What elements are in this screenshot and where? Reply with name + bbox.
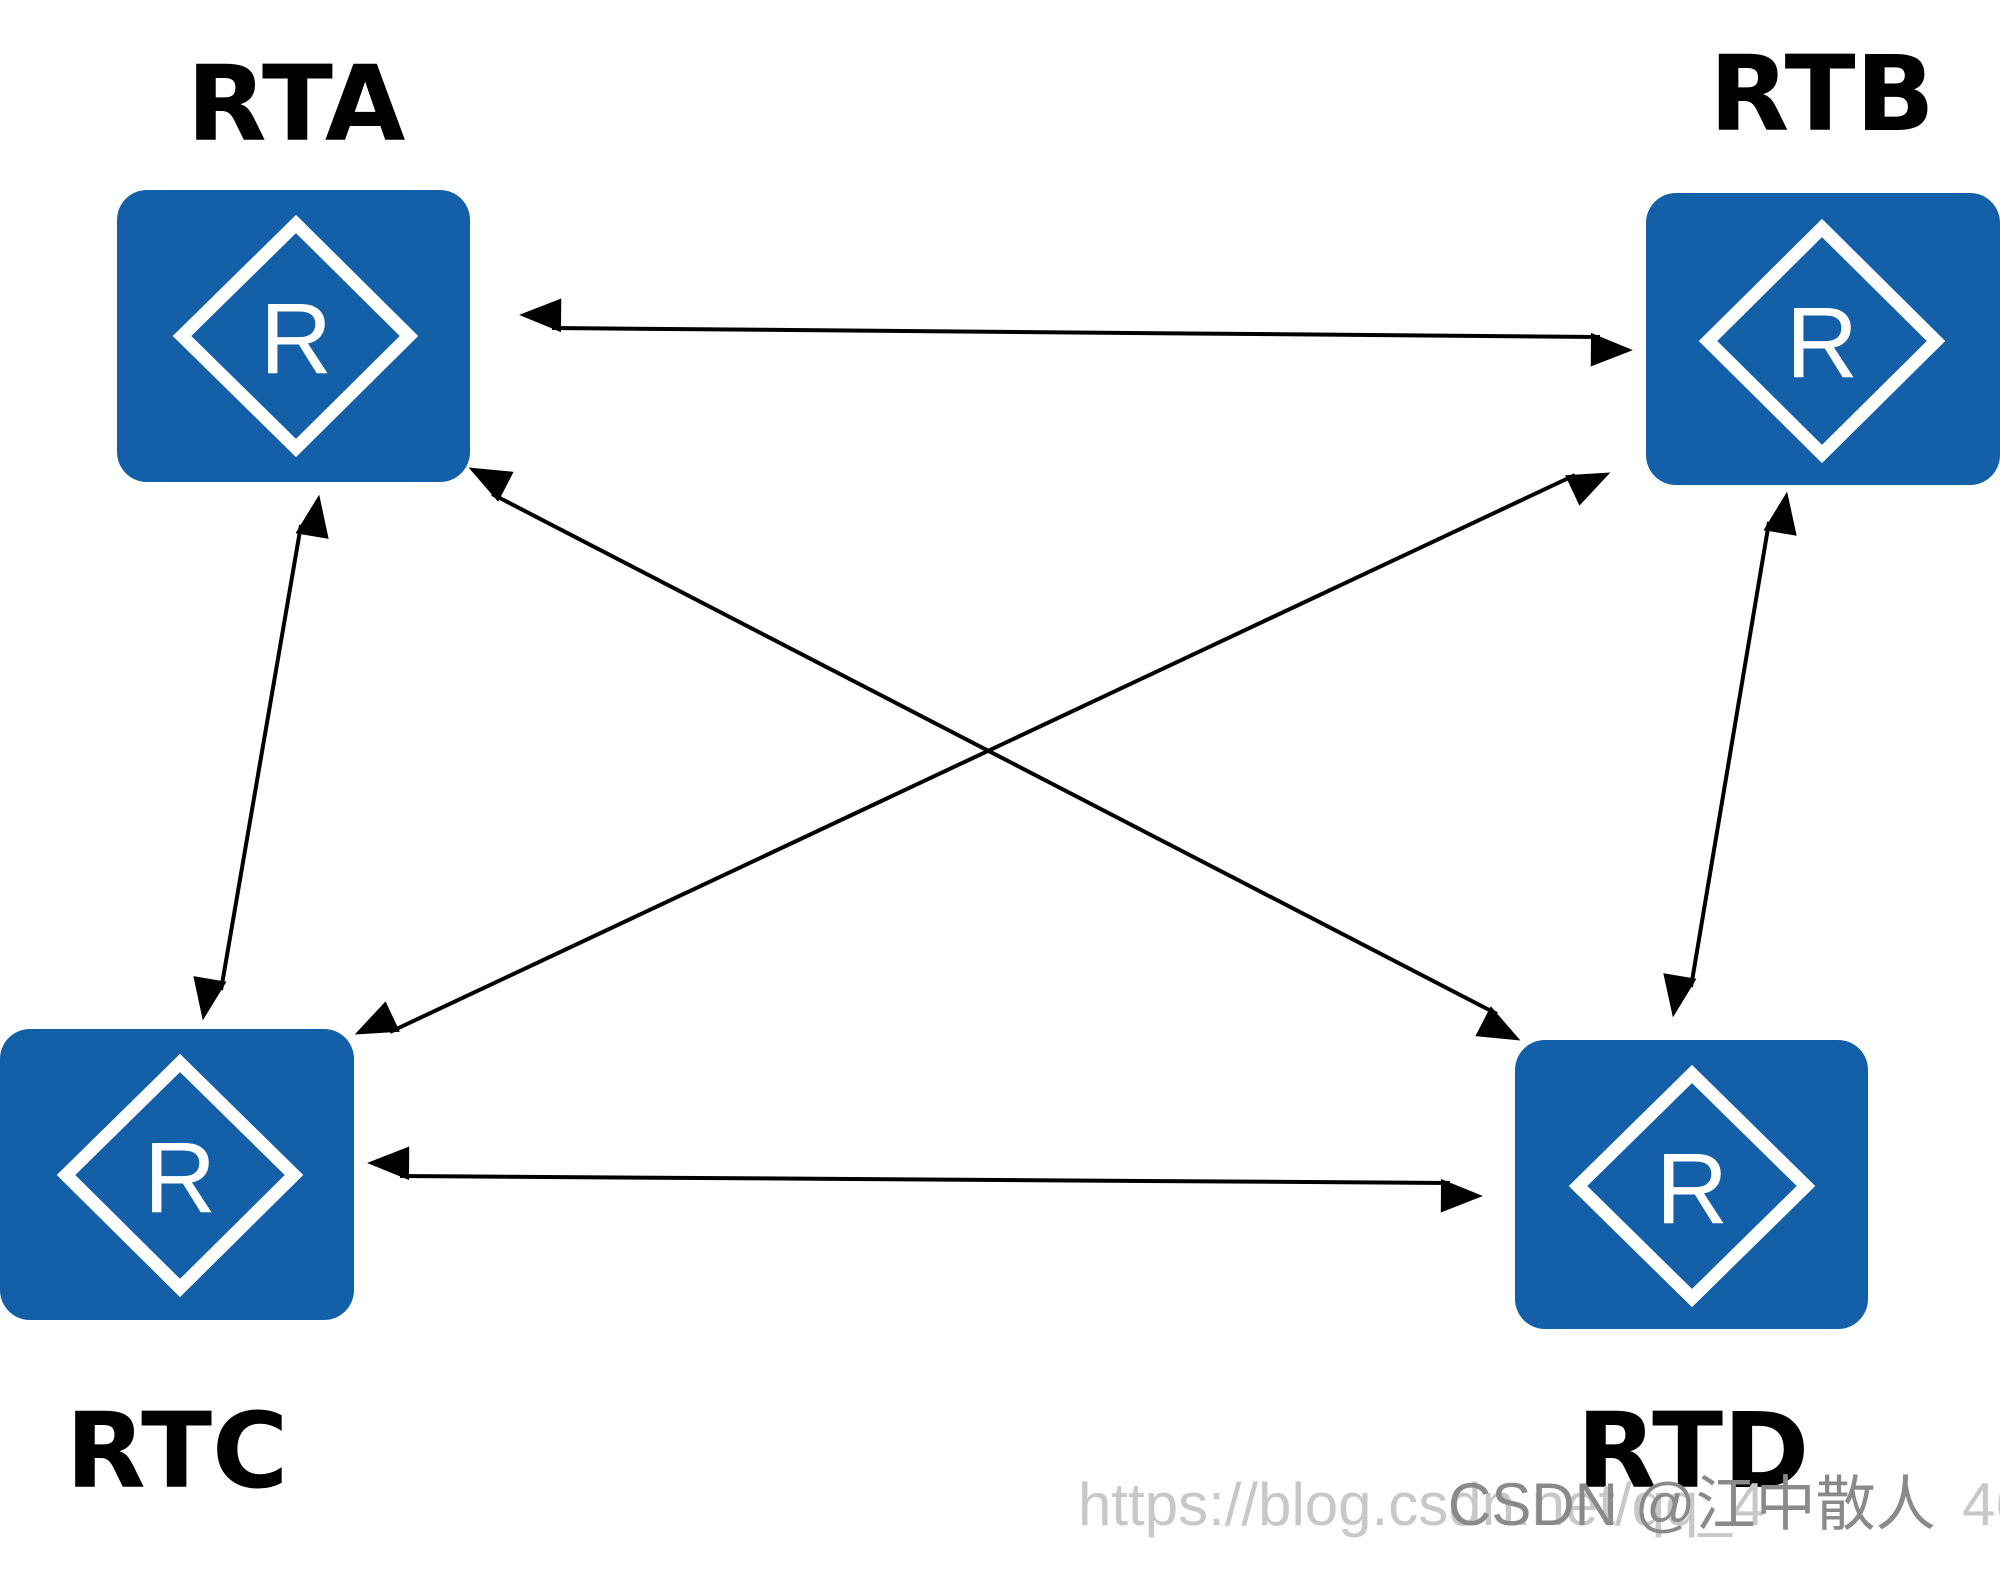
router-label-rtb: RTB [1709,33,1935,155]
link-rta-rtd [468,467,1521,1041]
router-letter-rta: R [260,283,332,395]
link-rtb-rtc [354,472,1611,1035]
router-icon: R [0,1029,354,1320]
router-rtc: RTC R [0,1029,354,1512]
router-label-rta: RTA [187,43,406,165]
router-rta: RTA R [117,43,470,482]
link-rta-rtb [519,298,1633,367]
router-rtd: RTD R [1515,1040,1868,1512]
router-label-rtc: RTC [66,1390,289,1512]
watermark-brand: CSDN @江中散人 [1448,1471,1936,1538]
router-icon: R [117,190,470,482]
watermark: https://blog.csdn.net/qq_4 46 CSDN @江中散人 [1078,1471,2000,1538]
router-icon: R [1515,1040,1868,1329]
router-letter-rtb: R [1786,287,1858,399]
router-letter-rtc: R [144,1122,216,1234]
links-layer [193,298,1797,1213]
watermark-url: https://blog.csdn.net/qq_4 [1078,1471,1765,1538]
router-label-rtd: RTD [1577,1390,1810,1512]
link-rtc-rtd [367,1146,1483,1213]
router-icon: R [1646,193,2000,485]
router-rtb: RTB R [1646,33,2000,485]
router-letter-rtd: R [1656,1133,1728,1245]
link-rtb-rtd [1663,491,1797,1018]
link-rta-rtc [193,494,329,1021]
watermark-url-tail: 46 [1962,1471,2000,1538]
